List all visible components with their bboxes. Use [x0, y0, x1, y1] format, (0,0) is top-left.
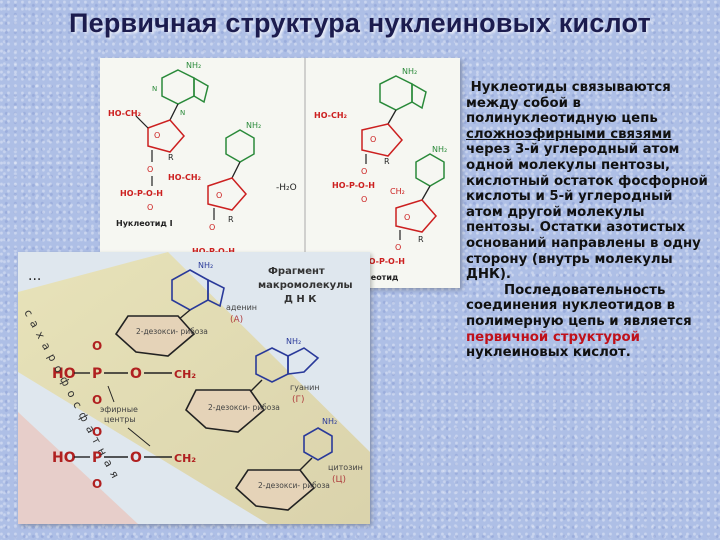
- nucleotide-one: NH₂ N N O HO-CH₂ O R HO-P-O-H O Нуклеоти…: [108, 61, 209, 228]
- svg-text:O: O: [154, 131, 160, 140]
- svg-text:HO: HO: [52, 450, 76, 466]
- nucleotide-two: NH₂ O HO-CH₂ O R HO-P-O-H O -H₂O: [168, 121, 297, 270]
- svg-text:аденин: аденин: [226, 303, 257, 312]
- svg-text:CH₂: CH₂: [390, 187, 405, 196]
- sugar-label-1: 2-дезокси- рибоза: [136, 327, 208, 336]
- svg-text:O: O: [92, 393, 102, 407]
- svg-text:HO-P-O-H: HO-P-O-H: [362, 257, 405, 266]
- svg-text:гуанин: гуанин: [290, 383, 320, 392]
- svg-text:N: N: [152, 85, 157, 93]
- page-title: Первичная структура нуклеиновых кислот: [69, 8, 651, 38]
- svg-text:NH₂: NH₂: [246, 121, 261, 130]
- svg-text:O: O: [92, 477, 102, 491]
- dna-fragment-diagram: ... Фрагмент макромолекулы Д Н К NH₂ аде…: [18, 252, 370, 524]
- sugar-ring-3: [234, 469, 316, 511]
- primary-structure-term: первичной структурой: [466, 329, 640, 345]
- paragraph-2: Последовательность соединения нуклеотидо…: [466, 282, 692, 361]
- ester-bonds-term: сложноэфирными связями: [466, 126, 672, 142]
- svg-text:цитозин: цитозин: [328, 463, 363, 472]
- svg-text:O: O: [92, 339, 102, 353]
- ellipsis: ...: [28, 268, 41, 284]
- svg-text:O: O: [216, 191, 222, 200]
- ester-label-1: эфирные: [100, 405, 138, 414]
- minus-water-label: -H₂O: [276, 183, 297, 193]
- svg-text:NH₂: NH₂: [322, 417, 337, 426]
- svg-text:CH₂: CH₂: [174, 452, 196, 465]
- svg-text:HO-P-O-H: HO-P-O-H: [192, 247, 235, 256]
- svg-text:O: O: [395, 243, 401, 252]
- fragment-caption-1: Фрагмент: [268, 266, 325, 277]
- sugar-ring-1: [114, 315, 196, 357]
- sugar-label-3: 2-дезокси- рибоза: [258, 481, 330, 490]
- fragment-caption-2: макромолекулы: [258, 280, 353, 291]
- svg-text:P: P: [92, 366, 102, 382]
- svg-text:R: R: [168, 153, 174, 162]
- svg-text:O: O: [147, 165, 153, 174]
- fragment-caption-3: Д Н К: [284, 294, 317, 305]
- svg-text:O: O: [147, 203, 153, 212]
- dna-fragment-figure: ... Фрагмент макромолекулы Д Н К NH₂ аде…: [18, 252, 370, 524]
- svg-text:R: R: [384, 157, 390, 166]
- svg-text:NH₂: NH₂: [402, 67, 417, 76]
- hoch2-label: HO-CH₂: [108, 109, 142, 118]
- svg-text:O: O: [209, 223, 215, 232]
- svg-text:HO-P-O-H: HO-P-O-H: [120, 189, 163, 198]
- nucleotide-diagram: NH₂ N N O HO-CH₂ O R HO-P-O-H O Нуклеоти…: [108, 58, 447, 288]
- paragraph-1: Нуклеотиды связываются между собой в пол…: [466, 80, 708, 283]
- cytosine-base: NH₂ цитозин (Ц): [303, 417, 363, 485]
- ester-label-2: центры: [104, 415, 136, 424]
- svg-text:CH₂: CH₂: [174, 368, 196, 381]
- nucleotide-label: Нуклеотид I: [116, 219, 173, 228]
- svg-text:HO-CH₂: HO-CH₂: [168, 173, 202, 182]
- svg-text:NH₂: NH₂: [432, 145, 447, 154]
- svg-text:NH₂: NH₂: [198, 261, 213, 270]
- svg-text:O: O: [361, 167, 367, 176]
- svg-text:(Г): (Г): [292, 395, 305, 405]
- nucleotide-figure: NH₂ N N O HO-CH₂ O R HO-P-O-H O Нуклеоти…: [100, 58, 460, 288]
- svg-text:HO-CH₂: HO-CH₂: [314, 111, 348, 120]
- explanation-text: Нуклеотиды связываются между собой в пол…: [466, 80, 710, 361]
- sugar-ring-2: [185, 389, 266, 433]
- svg-text:R: R: [228, 215, 234, 224]
- svg-text:N: N: [180, 109, 185, 117]
- sugar-label-2: 2-дезокси- рибоза: [208, 403, 280, 412]
- guanine-base: NH₂ гуанин (Г): [255, 337, 320, 405]
- svg-text:O: O: [404, 213, 410, 222]
- svg-text:O: O: [92, 425, 102, 439]
- nh2-label: NH₂: [186, 61, 201, 70]
- svg-text:O: O: [130, 450, 142, 466]
- svg-text:NH₂: NH₂: [286, 337, 301, 346]
- svg-text:(А): (А): [230, 315, 243, 325]
- svg-text:R: R: [418, 235, 424, 244]
- svg-text:P: P: [92, 450, 102, 466]
- svg-text:HO-P-O-H: HO-P-O-H: [332, 181, 375, 190]
- svg-text:(Ц): (Ц): [332, 475, 346, 485]
- svg-text:O: O: [361, 195, 367, 204]
- svg-text:O: O: [130, 366, 142, 382]
- svg-text:HO: HO: [52, 366, 76, 382]
- svg-text:O: O: [370, 135, 376, 144]
